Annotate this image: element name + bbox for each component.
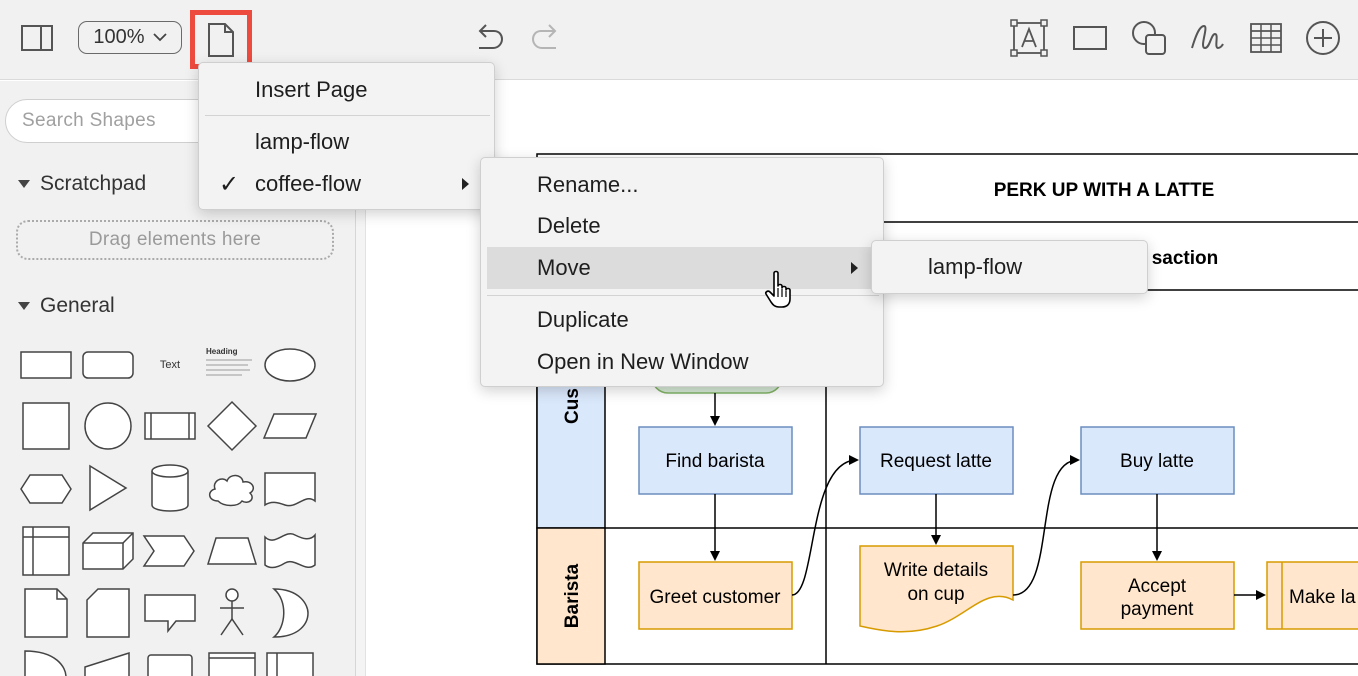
lane-barista-label: Barista — [562, 563, 583, 628]
hexagon-shape[interactable] — [16, 461, 76, 517]
heading-shape-label: Heading — [206, 347, 238, 356]
page-item-lamp-flow[interactable]: lamp-flow — [255, 129, 350, 154]
diamond-shape[interactable] — [202, 399, 262, 455]
move-target-submenu: lamp-flow — [871, 240, 1148, 294]
text-icon[interactable] — [1008, 17, 1050, 59]
cloud-shape[interactable] — [202, 461, 262, 517]
shapes-sidebar: Search Shapes Scratchpad Drag elements h… — [0, 81, 356, 676]
write-details-label-line1: Write details — [884, 560, 988, 581]
redo-icon[interactable] — [527, 20, 565, 56]
move-item[interactable]: Move — [537, 255, 591, 280]
buy-latte-box[interactable] — [1080, 426, 1235, 495]
lane-barista-header[interactable] — [536, 527, 606, 665]
page-icon — [208, 23, 234, 57]
find-barista-label: Find barista — [665, 451, 765, 472]
scratchpad-drop-zone[interactable]: Drag elements here — [16, 220, 334, 260]
text-shape[interactable]: Text — [159, 359, 181, 371]
submenu-arrow-icon — [851, 262, 858, 274]
accept-payment-box[interactable] — [1080, 561, 1235, 630]
cube-shape[interactable] — [78, 523, 138, 579]
frame-shape[interactable] — [260, 647, 320, 676]
manual-input-shape[interactable] — [78, 647, 138, 676]
heading-shape[interactable]: Heading — [202, 337, 262, 393]
container-shape[interactable] — [202, 647, 262, 676]
trapezoid-shape[interactable] — [202, 523, 262, 579]
delete-item[interactable]: Delete — [537, 213, 601, 238]
scratchpad-title: Scratchpad — [40, 172, 147, 195]
and-shape[interactable] — [16, 647, 76, 676]
parallelogram-shape[interactable] — [260, 399, 320, 455]
pages-button[interactable] — [190, 10, 252, 69]
page-options-submenu: Rename... Delete Move Duplicate Open in … — [480, 157, 884, 387]
chevron-down-icon — [152, 33, 167, 42]
step-shape[interactable] — [140, 523, 200, 579]
page-item-coffee-flow[interactable]: ✓ coffee-flow — [219, 169, 489, 199]
phase-header-label: saction — [1152, 248, 1219, 269]
scratchpad-header[interactable]: Scratchpad — [18, 172, 146, 196]
submenu-arrow-icon — [462, 178, 469, 190]
delay-shape[interactable] — [140, 647, 200, 676]
freehand-icon[interactable] — [1186, 17, 1228, 59]
accept-payment-label-line2: payment — [1121, 599, 1195, 620]
open-new-window-item[interactable]: Open in New Window — [537, 349, 749, 374]
rename-item[interactable]: Rename... — [537, 172, 639, 197]
sidebar-splitter[interactable] — [356, 81, 366, 676]
collapse-triangle-icon — [18, 302, 30, 310]
rounded-rectangle-shape[interactable] — [78, 337, 138, 393]
page-item-label: coffee-flow — [255, 171, 361, 196]
lane-customer-label: Cus — [562, 388, 583, 424]
insert-page-item[interactable]: Insert Page — [255, 77, 368, 102]
actor-shape[interactable] — [202, 585, 262, 641]
shapes-icon[interactable] — [1128, 17, 1170, 59]
circle-shape[interactable] — [78, 399, 138, 455]
zoom-label: 100% — [93, 26, 145, 48]
zoom-dropdown[interactable]: 100% — [78, 21, 182, 54]
general-title: General — [40, 294, 115, 317]
accept-payment-label-line1: Accept — [1128, 576, 1187, 597]
rectangle-shape[interactable] — [16, 337, 76, 393]
diagram-title: PERK UP WITH A LATTE — [994, 180, 1215, 201]
plus-icon[interactable] — [1302, 17, 1344, 59]
hand-cursor-icon — [765, 270, 791, 308]
document-shape[interactable] — [260, 461, 320, 517]
pages-menu: Insert Page lamp-flow ✓ coffee-flow — [198, 62, 495, 210]
write-details-label-line2: on cup — [907, 584, 964, 605]
sidebar-toggle-icon[interactable] — [18, 22, 56, 54]
duplicate-item[interactable]: Duplicate — [537, 307, 629, 332]
collapse-triangle-icon — [18, 180, 30, 188]
move-target-lamp-flow[interactable]: lamp-flow — [928, 254, 1023, 279]
table-icon[interactable] — [1245, 17, 1287, 59]
or-shape[interactable] — [260, 585, 320, 641]
triangle-shape[interactable] — [78, 461, 138, 517]
ellipse-shape[interactable] — [260, 337, 320, 393]
checkmark-icon: ✓ — [219, 170, 240, 198]
greet-customer-box[interactable] — [638, 561, 793, 630]
greet-customer-label: Greet customer — [650, 587, 782, 608]
cylinder-shape[interactable] — [140, 461, 200, 517]
request-latte-label: Request latte — [880, 451, 992, 472]
undo-icon[interactable] — [470, 20, 508, 56]
make-latte-label: Make la — [1289, 587, 1356, 608]
process-shape[interactable] — [140, 399, 200, 455]
note-shape[interactable] — [16, 585, 76, 641]
rectangle-icon[interactable] — [1070, 20, 1110, 56]
card-shape[interactable] — [78, 585, 138, 641]
search-placeholder: Search Shapes — [22, 110, 156, 131]
drag-hint: Drag elements here — [88, 229, 262, 250]
general-header[interactable]: General — [18, 294, 115, 318]
write-details-document[interactable] — [859, 545, 1014, 633]
callout-shape[interactable] — [140, 585, 200, 641]
move-item-highlight — [487, 247, 879, 289]
buy-latte-label: Buy latte — [1120, 451, 1194, 472]
internal-storage-shape[interactable] — [16, 523, 76, 579]
square-shape[interactable] — [16, 399, 76, 455]
tape-shape[interactable] — [260, 523, 320, 579]
